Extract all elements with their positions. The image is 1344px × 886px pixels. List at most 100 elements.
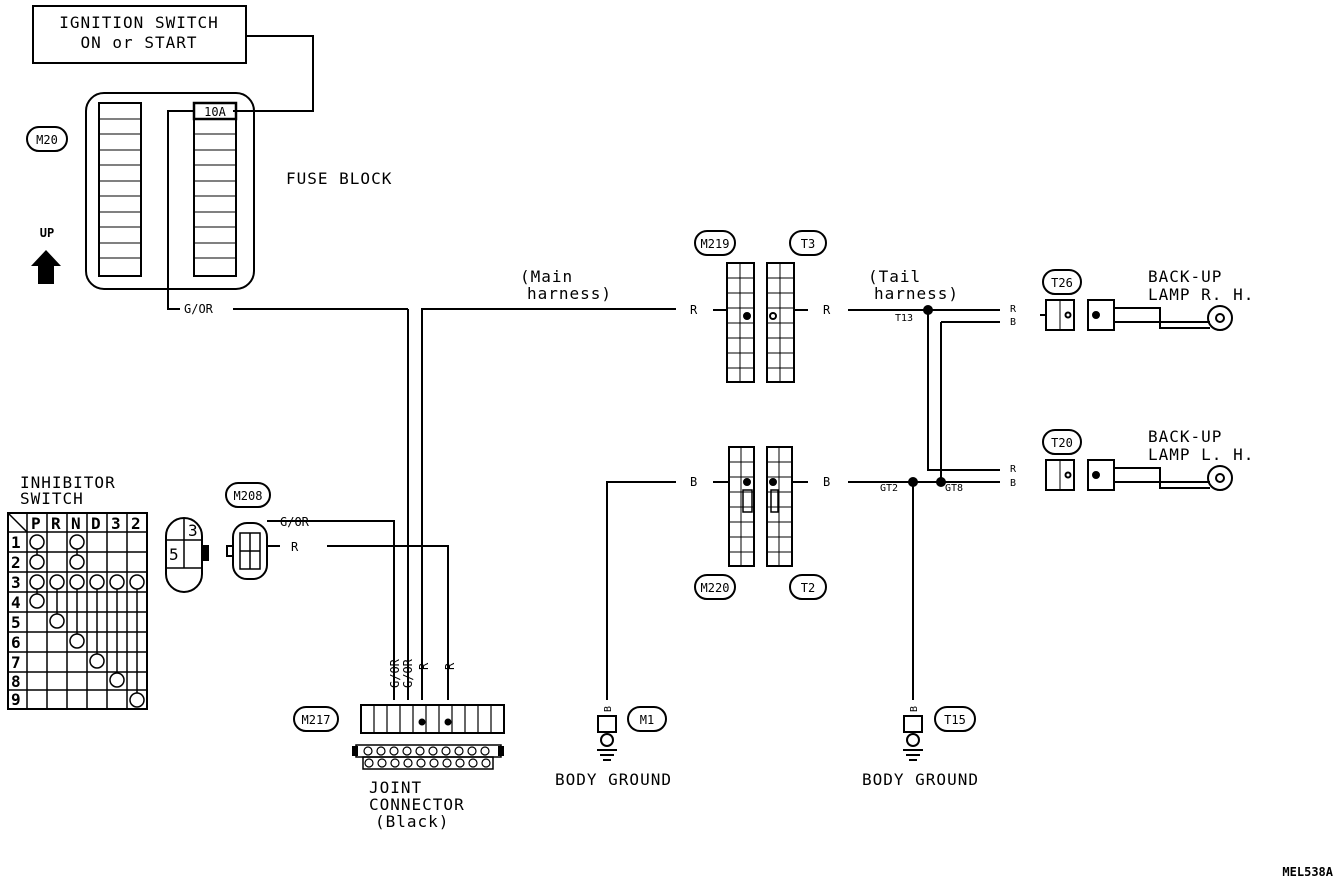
joint-connector-top xyxy=(360,704,505,734)
col-p: P xyxy=(31,514,42,533)
wire-color-r-tail: R xyxy=(823,303,831,317)
badge-m1 xyxy=(627,706,667,732)
joint-wire-r-2: R xyxy=(443,662,457,670)
main-harness-label-1: (Main xyxy=(520,267,573,286)
lh-lamp-bulb-icon xyxy=(1207,465,1233,491)
ground-m1-terminal xyxy=(597,715,617,733)
fuse-block-outline xyxy=(85,92,255,290)
row-8: 8 xyxy=(11,672,22,691)
r-wire-main xyxy=(421,308,676,700)
badge-t15 xyxy=(934,706,976,732)
row-6: 6 xyxy=(11,633,22,652)
ignition-label-1: IGNITION SWITCH xyxy=(59,13,219,32)
joint-wire-labels: G/OR G/OR R R xyxy=(388,658,457,688)
m217-ref: M217 xyxy=(302,713,331,727)
junction-t13 xyxy=(923,305,933,315)
inhibitor-title-2: SWITCH xyxy=(20,489,84,508)
m1-wire-b: B xyxy=(603,706,614,712)
plug-pin-3: 3 xyxy=(188,521,199,540)
m20-ref: M20 xyxy=(36,133,58,147)
t2-ref: T2 xyxy=(801,581,815,595)
rh-wire-b: B xyxy=(1010,317,1016,328)
fuse-block-label: FUSE BLOCK xyxy=(286,169,392,188)
terminal-gt2: GT2 xyxy=(880,483,898,494)
inhibitor-table xyxy=(7,512,148,710)
inhibitor-title-1: INHIBITOR xyxy=(20,473,116,492)
joint-connector-cells xyxy=(373,705,492,733)
junction-gt2 xyxy=(908,477,918,487)
up-label: UP xyxy=(40,226,54,240)
m208-g-or-wire xyxy=(267,520,395,700)
m220-ref: M220 xyxy=(701,581,730,595)
lamp-rh-label-2: LAMP R. H. xyxy=(1148,285,1254,304)
junction-gt8 xyxy=(936,477,946,487)
col-2: 2 xyxy=(131,514,142,533)
plug-pin-5: 5 xyxy=(169,545,180,564)
badge-m220 xyxy=(694,574,736,600)
ignition-label-2: ON or START xyxy=(81,33,198,52)
joint-connector-row-2 xyxy=(362,756,494,770)
wire-color-b-tail: B xyxy=(823,475,830,489)
m208-ref: M208 xyxy=(234,489,263,503)
body-ground-left: BODY GROUND xyxy=(555,770,672,789)
joint-wire-g-or-1: G/OR xyxy=(388,658,402,688)
t2-latch xyxy=(770,489,779,513)
badge-t26 xyxy=(1042,269,1082,295)
ground-t15-eyelet xyxy=(906,733,920,747)
m219-ref: M219 xyxy=(701,237,730,251)
rh-lamp-lead xyxy=(1114,307,1210,329)
badge-t2 xyxy=(789,574,827,600)
ignition-switch-box xyxy=(32,5,247,64)
body-ground-right: BODY GROUND xyxy=(862,770,979,789)
fuse-output-wire xyxy=(167,110,194,310)
tail-r-link xyxy=(927,310,1000,471)
badge-m219 xyxy=(694,230,736,256)
t3-ref: T3 xyxy=(801,237,815,251)
t3-pin xyxy=(769,312,777,320)
terminal-t13: T13 xyxy=(895,313,913,324)
t26-ref: T26 xyxy=(1051,276,1073,290)
up-arrow-icon xyxy=(31,250,61,284)
lamp-lh-label-1: BACK-UP xyxy=(1148,427,1222,446)
lh-lamp-plug xyxy=(1087,459,1115,491)
row-7: 7 xyxy=(11,653,22,672)
badge-m217 xyxy=(293,706,339,732)
m220-latch xyxy=(742,489,753,513)
t15-wire-b: B xyxy=(909,706,920,712)
m1-ref: M1 xyxy=(640,713,654,727)
inhibitor-column-headers: P R N D 3 2 xyxy=(31,514,142,533)
wire-color-g-or-1: G/OR xyxy=(184,302,214,316)
row-9: 9 xyxy=(11,690,22,709)
rh-lamp-bulb-icon xyxy=(1207,305,1233,331)
row-5: 5 xyxy=(11,613,22,632)
row-1: 1 xyxy=(11,533,22,552)
m208-wire-g-or: G/OR xyxy=(280,515,310,529)
wire-color-r-main: R xyxy=(690,303,698,317)
row-2: 2 xyxy=(11,553,22,572)
rh-lamp-plug xyxy=(1087,299,1115,331)
badge-m20 xyxy=(26,126,68,152)
lamp-lh-label-2: LAMP L. H. xyxy=(1148,445,1254,464)
row-4: 4 xyxy=(11,593,22,612)
joint-connector-pins xyxy=(363,746,491,768)
lh-wire-b: B xyxy=(1010,478,1016,489)
ignition-feed-wire xyxy=(233,35,314,112)
badge-m208 xyxy=(225,482,271,508)
m208-r-wire xyxy=(327,545,449,700)
fuse-slots xyxy=(99,118,236,259)
t15-ref: T15 xyxy=(944,713,966,727)
connector-m219-grid xyxy=(727,263,794,382)
lamp-rh-label-1: BACK-UP xyxy=(1148,267,1222,286)
m208-wire-r: R xyxy=(291,540,299,554)
diagram-code: MEL538A xyxy=(1282,865,1333,879)
tail-harness-label-2: harness) xyxy=(874,284,959,303)
fuse-column-left xyxy=(98,102,142,277)
col-r: R xyxy=(51,514,62,533)
ground-t15-terminal xyxy=(903,715,923,733)
inhibitor-row-headers: 1 2 3 4 5 6 7 8 9 xyxy=(11,533,22,709)
main-harness-label-2: harness) xyxy=(527,284,612,303)
lh-wire-r: R xyxy=(1010,464,1017,475)
row-3: 3 xyxy=(11,573,22,592)
fuse-column-right xyxy=(193,102,237,277)
